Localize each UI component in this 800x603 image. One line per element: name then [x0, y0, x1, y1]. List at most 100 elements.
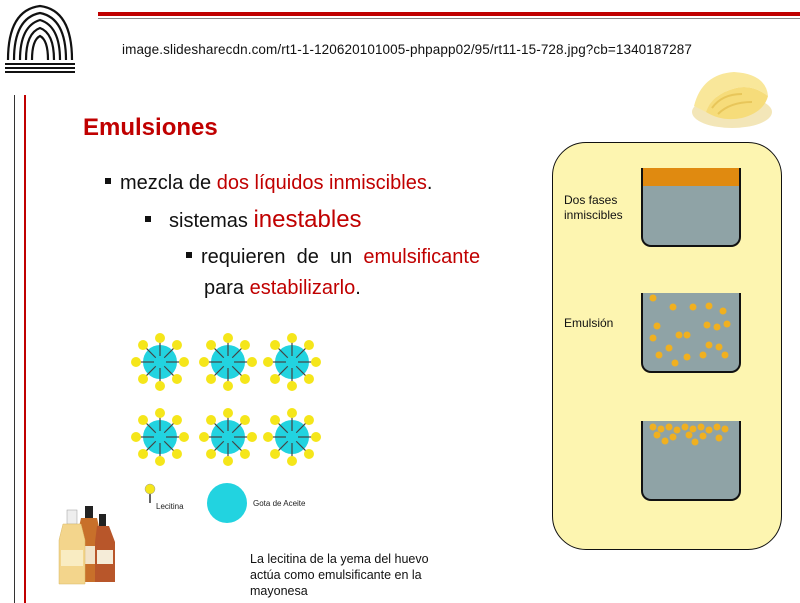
- bullet-highlight: inestables: [253, 206, 362, 233]
- bullet-requires: requieren de un emulsificante para estab…: [186, 242, 516, 304]
- bullet-systems: sistemas inestables: [145, 206, 362, 234]
- lecithin-head: [171, 448, 182, 459]
- lecithin-head: [303, 415, 314, 426]
- bullet-text-end: .: [355, 277, 361, 299]
- lecithin-tail: [163, 365, 175, 377]
- lecithin-tail: [277, 440, 289, 452]
- lecithin-head: [223, 381, 233, 391]
- lecithin-head: [247, 357, 257, 367]
- legend-lecithin-label: Lecitina: [156, 502, 184, 511]
- lecithin-head: [303, 340, 314, 351]
- lecithin-head: [131, 357, 141, 367]
- header-rule-gray: [98, 18, 800, 19]
- lecithin-tail: [295, 365, 307, 377]
- lecithin-head: [239, 415, 250, 426]
- lecithin-head: [287, 333, 297, 343]
- beaker-two-phases: [641, 168, 741, 247]
- lecithin-head: [303, 373, 314, 384]
- lecithin-tail: [231, 365, 243, 377]
- lecithin-head: [223, 456, 233, 466]
- lecithin-head: [138, 448, 149, 459]
- lecithin-head: [270, 448, 281, 459]
- lecithin-tail: [145, 365, 157, 377]
- lecithin-head: [206, 340, 217, 351]
- lecithin-head: [155, 381, 165, 391]
- lecithin-head: [131, 432, 141, 442]
- lecithin-head: [287, 408, 297, 418]
- lecithin-head: [171, 373, 182, 384]
- lecithin-tail: [295, 347, 307, 359]
- surface-droplets: [649, 423, 729, 446]
- lecithin-tail: [295, 422, 307, 434]
- dressing-bottles-image: [58, 506, 115, 585]
- lecithin-head: [287, 456, 297, 466]
- butter-image: [692, 72, 772, 128]
- lecithin-head: [223, 333, 233, 343]
- lecithin-head: [239, 373, 250, 384]
- bullet-marker: [145, 215, 151, 222]
- lecithin-head: [206, 415, 217, 426]
- bullet-marker: [105, 177, 111, 184]
- lecithin-tail: [277, 347, 289, 359]
- lecithin-tail: [277, 422, 289, 434]
- bullet-highlight: estabilizarlo: [249, 277, 356, 299]
- legend-lecithin: [144, 483, 156, 503]
- lecithin-tail: [213, 365, 225, 377]
- lecithin-head: [263, 432, 273, 442]
- lecithin-tail: [145, 440, 157, 452]
- mayonnaise-caption: La lecitina de la yema del huevo actúa c…: [250, 552, 429, 598]
- lecithin-head: [199, 432, 209, 442]
- lecithin-head: [206, 373, 217, 384]
- slide-title: Emulsiones: [83, 114, 218, 141]
- lecithin-head: [171, 415, 182, 426]
- university-logo: [5, 4, 75, 73]
- header-rule-red: [98, 12, 800, 16]
- two-phases-label: Dos fases inmiscibles: [564, 193, 623, 222]
- dispersed-droplets: [649, 294, 731, 367]
- lecithin-head: [270, 373, 281, 384]
- lecithin-tail: [277, 365, 289, 377]
- bullet-text: para: [204, 277, 250, 299]
- lecithin-tail: [213, 440, 225, 452]
- lecithin-tail: [163, 422, 175, 434]
- emulsion-label: Emulsión: [564, 316, 614, 330]
- lecithin-head: [311, 357, 321, 367]
- oil-layer: [643, 168, 739, 186]
- lecithin-tail: [231, 440, 243, 452]
- lecithin-tail: [231, 347, 243, 359]
- bullet-text-end: .: [426, 172, 433, 194]
- micelle-group: [131, 333, 321, 466]
- lecithin-head: [270, 340, 281, 351]
- lecithin-head: [138, 415, 149, 426]
- beaker-emulsion: [641, 293, 741, 373]
- lecithin-head: [303, 448, 314, 459]
- lecithin-head: [263, 357, 273, 367]
- lecithin-head: [239, 448, 250, 459]
- lecithin-tail: [163, 347, 175, 359]
- lecithin-head: [171, 340, 182, 351]
- source-url: image.slidesharecdn.com/rt1-1-1206201010…: [122, 42, 692, 57]
- oil-drop-sample: [207, 483, 247, 523]
- legend-oil-drop-label: Gota de Aceite: [253, 499, 306, 508]
- lecithin-head: [206, 448, 217, 459]
- lecithin-tail: [231, 422, 243, 434]
- lecithin-head: [179, 432, 189, 442]
- lecithin-tail: [295, 440, 307, 452]
- lecithin-head: [223, 408, 233, 418]
- lecithin-head: [155, 333, 165, 343]
- lecithin-tail: [213, 347, 225, 359]
- bullet-mixture: mezcla de dos líquidos inmiscibles.: [105, 172, 432, 195]
- lecithin-head: [287, 381, 297, 391]
- lecithin-head: [179, 357, 189, 367]
- lecithin-tail: [213, 422, 225, 434]
- lecithin-head: [199, 357, 209, 367]
- left-rule-dark: [14, 95, 15, 603]
- micelle-diagram: Lecitina Gota de Aceite: [131, 333, 321, 523]
- bullet-highlight: emulsificante: [363, 246, 481, 268]
- lecithin-head: [138, 373, 149, 384]
- bullet-text: mezcla de: [120, 172, 217, 194]
- bullet-marker: [186, 251, 192, 258]
- lecithin-head: [155, 456, 165, 466]
- lecithin-head: [270, 415, 281, 426]
- lecithin-head: [155, 408, 165, 418]
